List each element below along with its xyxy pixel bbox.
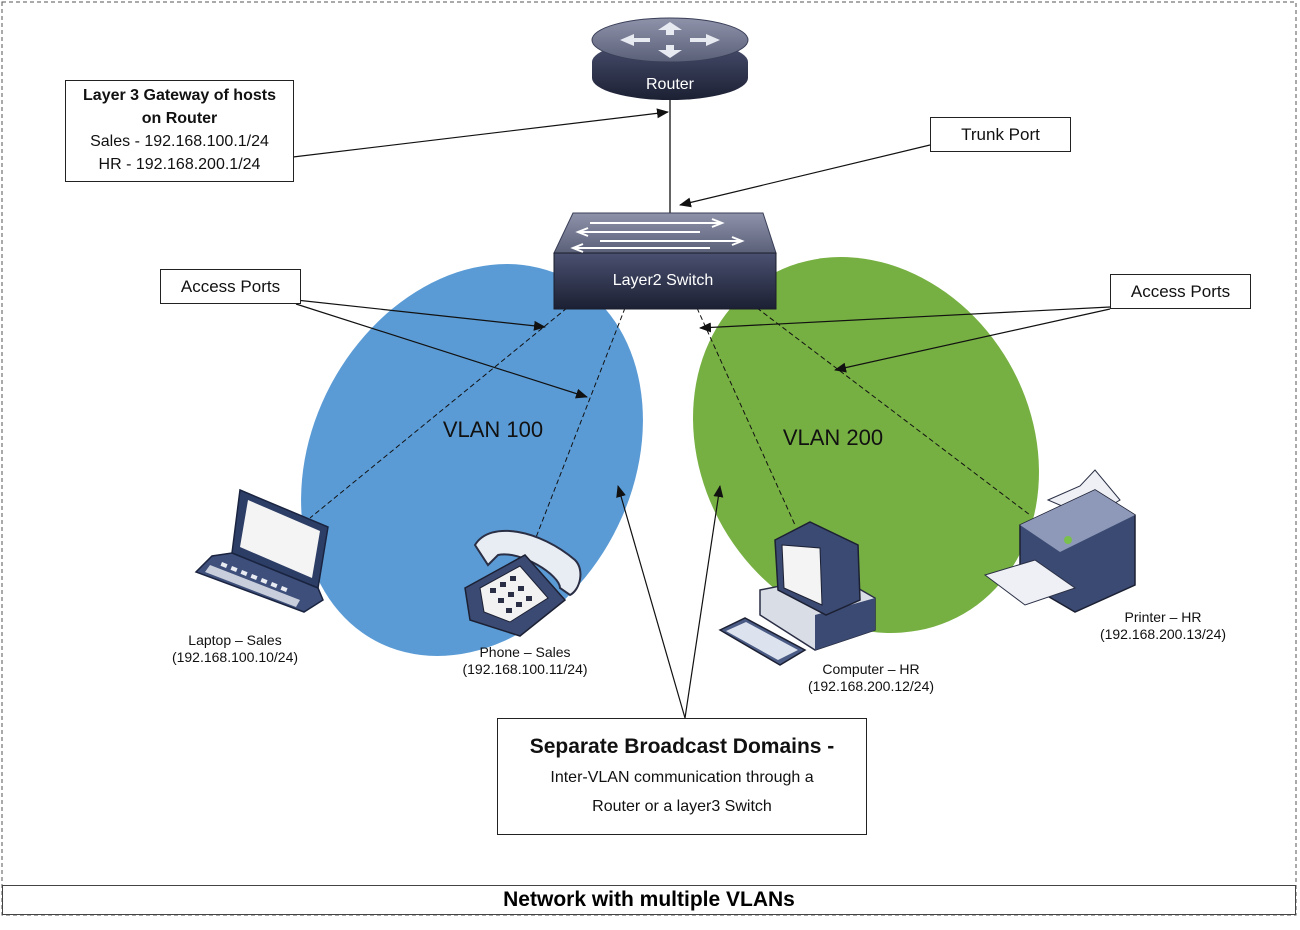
computer-icon (718, 521, 876, 666)
computer-ip: (192.168.200.12/24) (807, 678, 935, 694)
phone-ip: (192.168.100.11/24) (462, 661, 588, 677)
printer-label: Printer – HR (192.168.200.13/24) (1078, 609, 1248, 643)
phone-icon (464, 529, 582, 637)
trunk-arrow (679, 144, 931, 208)
computer-label: Computer – HR (192.168.200.12/24) (786, 661, 956, 695)
router-icon: Router (591, 17, 749, 100)
access-ports-left-label: Access Ports (180, 277, 281, 296)
access-left-arrow-1 (295, 299, 546, 331)
link-phone (534, 307, 626, 541)
gateway-callout: Layer 3 Gateway of hosts on Router Sales… (65, 80, 294, 182)
broadcast-title: Separate Broadcast Domains - (529, 735, 835, 758)
vlan100-label: VLAN 100 (443, 417, 543, 442)
gateway-title-line2: on Router (141, 110, 218, 127)
access-right-arrow-2 (834, 308, 1111, 373)
link-printer (756, 307, 1031, 516)
laptop-label: Laptop – Sales (192.168.100.10/24) (150, 632, 320, 666)
gateway-sales-line: Sales - 192.168.100.1/24 (90, 133, 269, 150)
gateway-arrow (292, 108, 669, 158)
broadcast-arrow-right (684, 485, 724, 719)
broadcast-line3: Router or a layer3 Switch (592, 798, 772, 815)
access-ports-right-label: Access Ports (1130, 282, 1231, 301)
access-right-arrow-1 (699, 306, 1111, 333)
switch-label: Layer2 Switch (613, 272, 714, 289)
access-ports-left-callout: Access Ports (160, 269, 301, 304)
vlan200-label: VLAN 200 (783, 425, 883, 450)
printer-name: Printer – HR (1124, 609, 1202, 625)
laptop-name: Laptop – Sales (188, 632, 282, 648)
access-ports-right-callout: Access Ports (1110, 274, 1251, 309)
link-laptop (309, 307, 568, 519)
trunk-port-label: Trunk Port (961, 125, 1040, 144)
trunk-port-callout: Trunk Port (930, 117, 1071, 152)
phone-label: Phone – Sales (192.168.100.11/24) (440, 644, 610, 678)
gateway-title-line1: Layer 3 Gateway of hosts (83, 87, 276, 104)
broadcast-line2: Inter-VLAN communication through a (550, 769, 814, 786)
broadcast-domain-callout: Separate Broadcast Domains - Inter-VLAN … (497, 718, 867, 835)
diagram-title-text: Network with multiple VLANs (503, 888, 795, 911)
diagram-title: Network with multiple VLANs (2, 885, 1296, 915)
printer-icon (983, 469, 1136, 613)
printer-ip: (192.168.200.13/24) (1099, 626, 1227, 642)
broadcast-arrow-left (616, 485, 686, 719)
router-label: Router (646, 76, 695, 93)
gateway-hr-line: HR - 192.168.200.1/24 (98, 156, 261, 173)
access-left-arrow-2 (295, 303, 588, 399)
laptop-icon (194, 488, 329, 613)
computer-name: Computer – HR (822, 661, 920, 677)
laptop-ip: (192.168.100.10/24) (171, 649, 299, 665)
switch-icon: Layer2 Switch (553, 212, 777, 310)
phone-name: Phone – Sales (479, 644, 571, 660)
